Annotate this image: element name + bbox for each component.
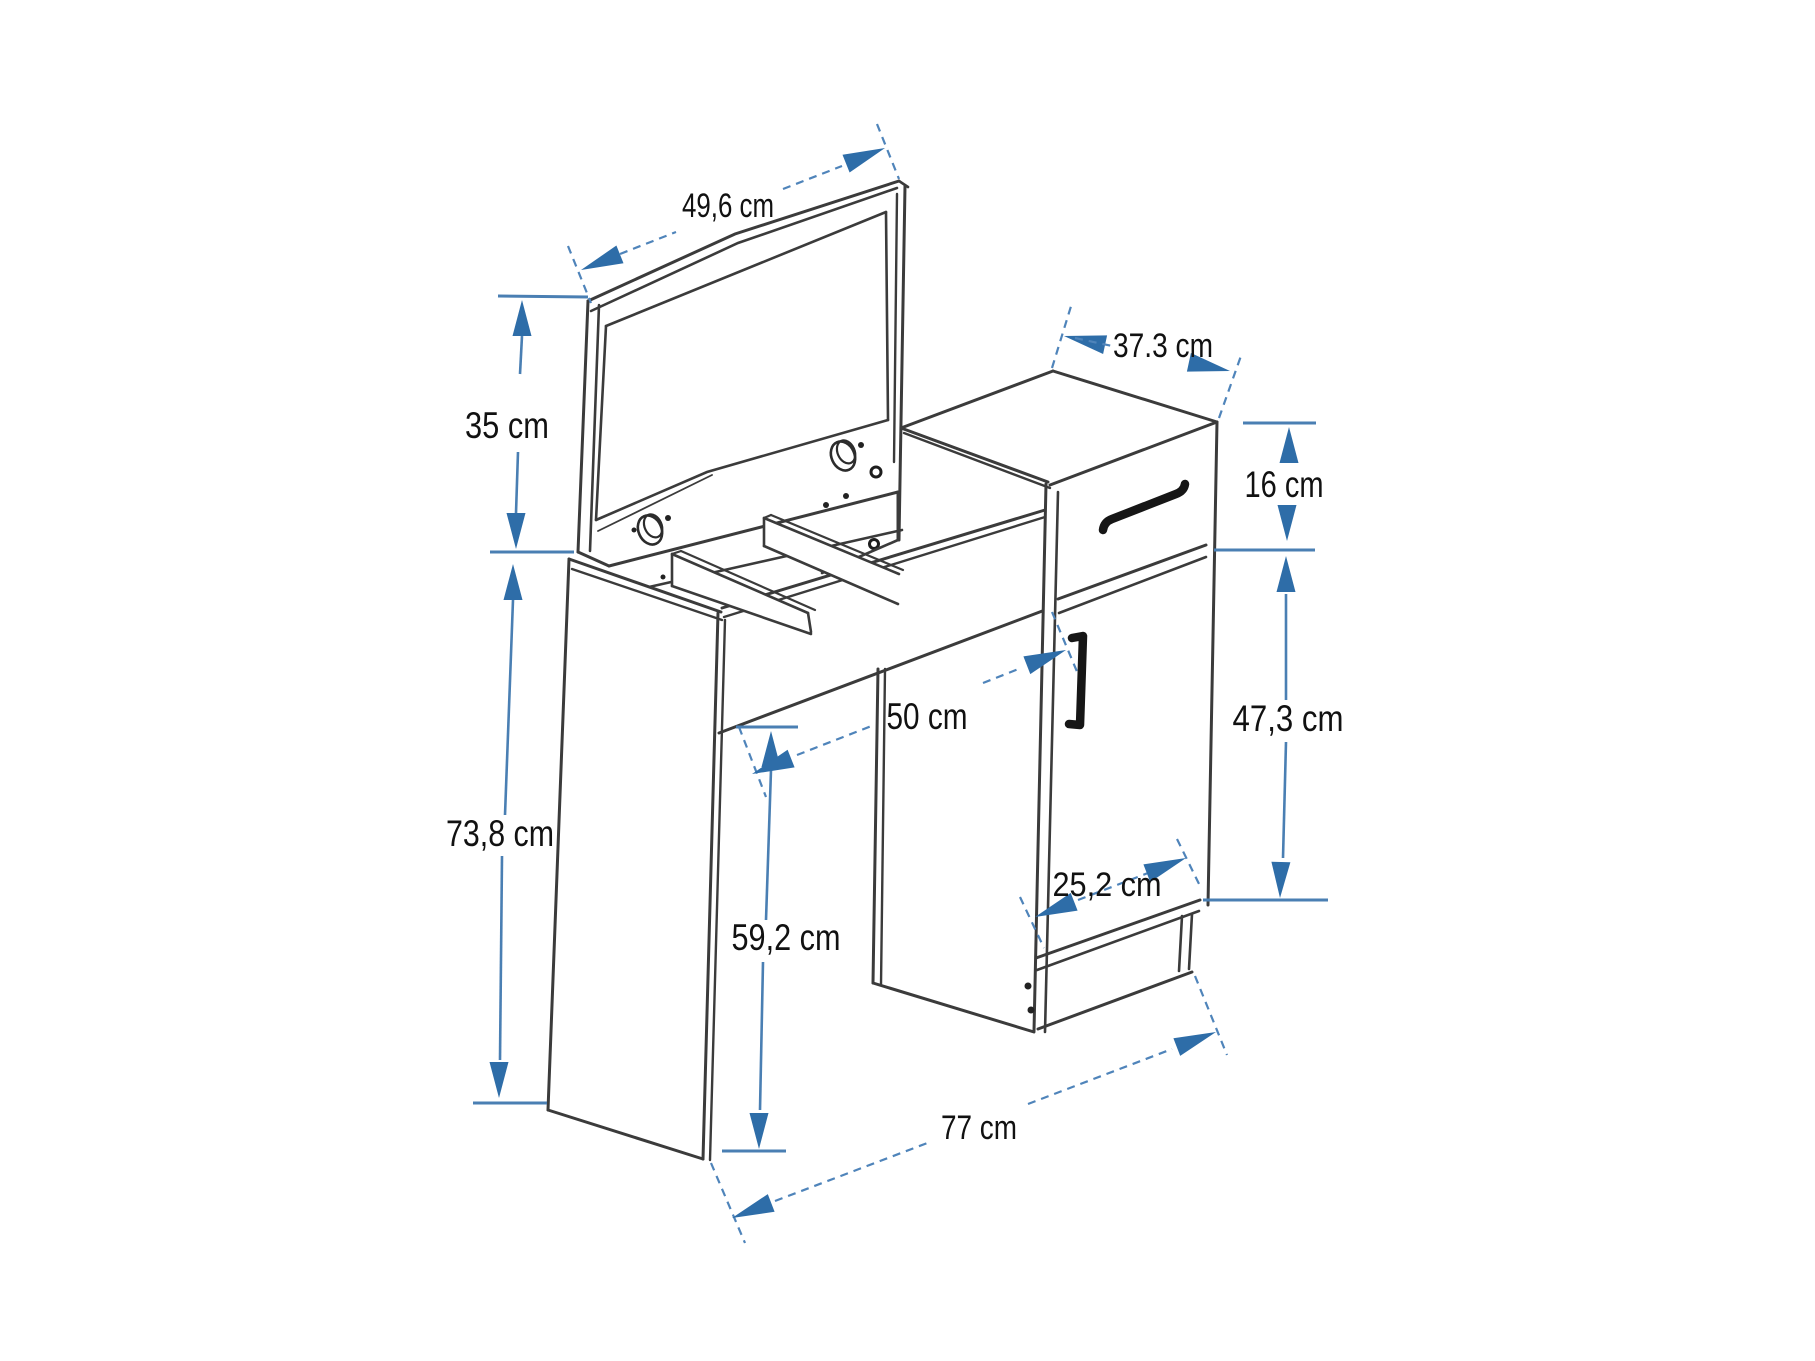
svg-text:47,3 cm: 47,3 cm xyxy=(1233,698,1344,739)
svg-text:59,2 cm: 59,2 cm xyxy=(732,917,841,958)
svg-text:35 cm: 35 cm xyxy=(465,405,549,446)
svg-text:16 cm: 16 cm xyxy=(1245,464,1324,505)
svg-text:77 cm: 77 cm xyxy=(941,1109,1017,1147)
svg-text:73,8 cm: 73,8 cm xyxy=(446,813,554,854)
svg-text:25,2 cm: 25,2 cm xyxy=(1053,866,1162,904)
svg-text:37.3 cm: 37.3 cm xyxy=(1113,327,1213,365)
svg-text:49,6 cm: 49,6 cm xyxy=(682,187,774,225)
svg-text:50 cm: 50 cm xyxy=(887,696,968,737)
